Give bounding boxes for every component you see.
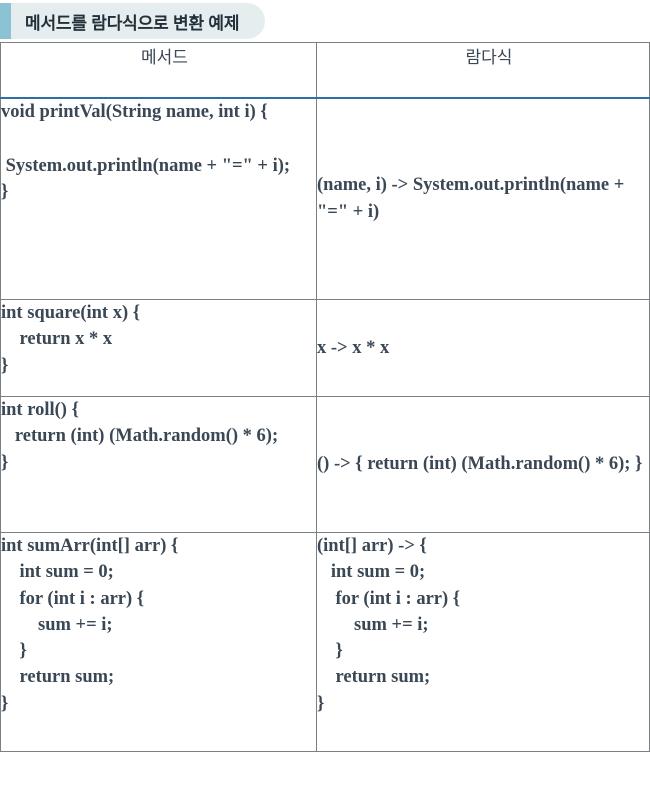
caption-title: 메서드를 람다식으로 변환 예제 bbox=[25, 13, 240, 33]
column-header-method: 메서드 bbox=[0, 42, 317, 99]
cell-lambda: () -> { return (int) (Math.random() * 6)… bbox=[316, 396, 650, 533]
method-code: int square(int x) { return x * x } bbox=[1, 303, 141, 376]
method-code: int roll() { return (int) (Math.random()… bbox=[1, 400, 279, 473]
table-row: void printVal(String name, int i) { Syst… bbox=[0, 97, 650, 300]
method-to-lambda-table: 메서드 람다식 void printVal(String name, int i… bbox=[0, 42, 650, 752]
cell-method: int square(int x) { return x * x } bbox=[0, 299, 317, 397]
cell-lambda: (int[] arr) -> { int sum = 0; for (int i… bbox=[316, 532, 650, 752]
method-code: void printVal(String name, int i) { Syst… bbox=[1, 102, 291, 203]
cell-lambda: (name, i) -> System.out.println(name + "… bbox=[316, 97, 650, 300]
table-header-row: 메서드 람다식 bbox=[0, 42, 650, 99]
lambda-code: () -> { return (int) (Math.random() * 6)… bbox=[317, 454, 643, 475]
caption-pill: 메서드를 람다식으로 변환 예제 bbox=[11, 3, 266, 39]
lambda-code: (int[] arr) -> { int sum = 0; for (int i… bbox=[317, 536, 461, 714]
lambda-code: (name, i) -> System.out.println(name + "… bbox=[317, 175, 629, 222]
lambda-code: x -> x * x bbox=[317, 337, 390, 358]
table-caption: 메서드를 람다식으로 변환 예제 bbox=[0, 3, 266, 39]
method-code: int sumArr(int[] arr) { int sum = 0; for… bbox=[1, 536, 179, 714]
column-header-lambda-label: 람다식 bbox=[465, 48, 513, 67]
column-header-method-label: 메서드 bbox=[141, 48, 188, 67]
caption-accent-bar bbox=[0, 3, 11, 39]
cell-lambda: x -> x * x bbox=[316, 299, 650, 397]
cell-method: void printVal(String name, int i) { Syst… bbox=[0, 97, 317, 300]
table-row: int sumArr(int[] arr) { int sum = 0; for… bbox=[0, 532, 650, 752]
table-row: int square(int x) { return x * x } x -> … bbox=[0, 299, 650, 397]
cell-method: int roll() { return (int) (Math.random()… bbox=[0, 396, 317, 533]
cell-method: int sumArr(int[] arr) { int sum = 0; for… bbox=[0, 532, 317, 752]
column-header-lambda: 람다식 bbox=[316, 42, 650, 99]
table-row: int roll() { return (int) (Math.random()… bbox=[0, 396, 650, 533]
